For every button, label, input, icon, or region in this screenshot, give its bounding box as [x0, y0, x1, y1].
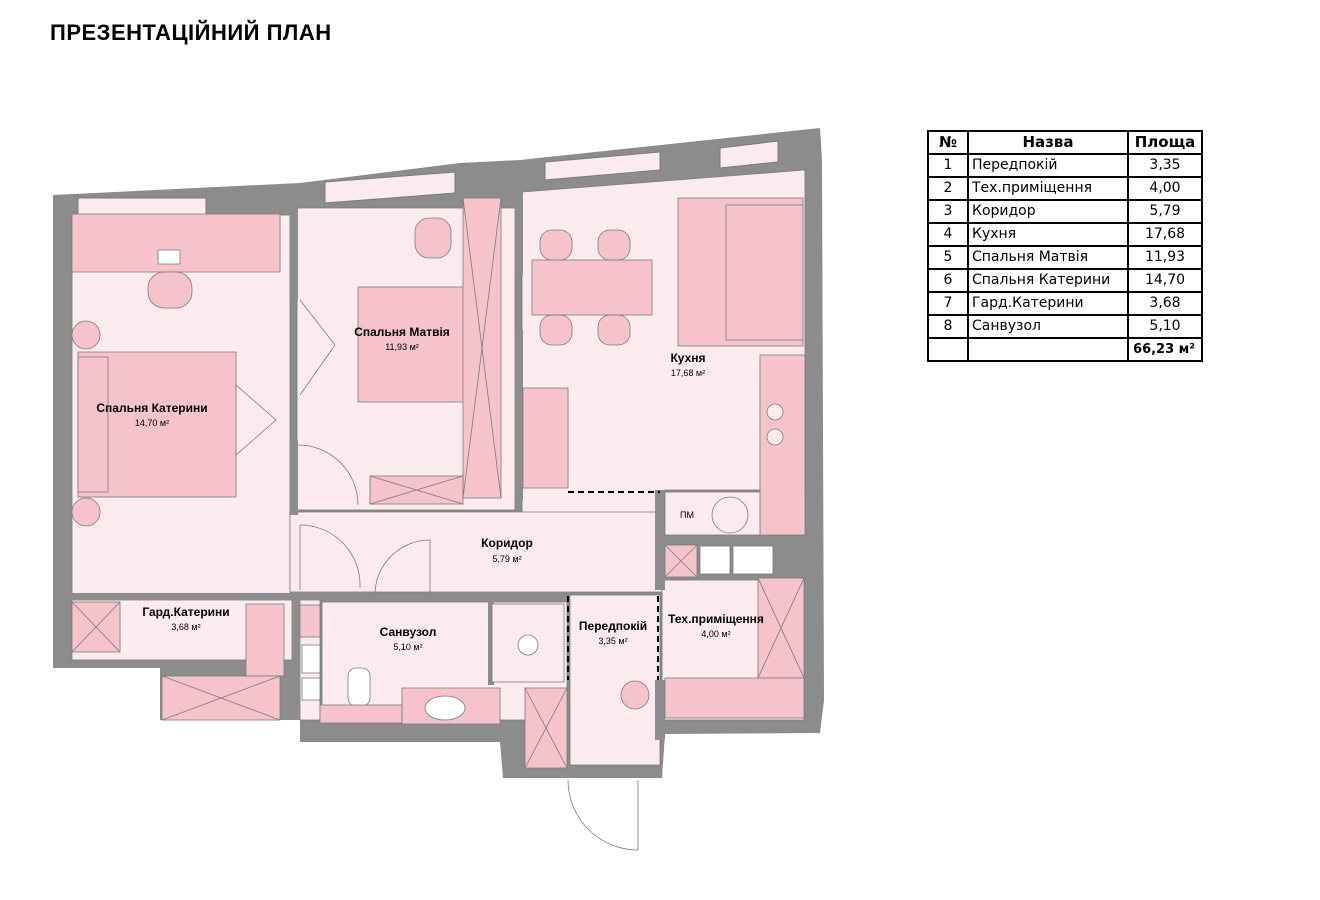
toilet [347, 667, 371, 707]
room-name-hall: Передпокій [579, 619, 647, 633]
room-area-bathroom: 5,10 м² [393, 642, 422, 652]
row-num: 8 [927, 314, 969, 339]
row-num: 6 [927, 268, 969, 293]
room-area-hall: 3,35 м² [598, 636, 627, 646]
floor-plan: ПМ [53, 128, 824, 851]
row-num: 2 [927, 176, 969, 201]
row-name: Гард.Катерини [967, 291, 1129, 316]
room-name-wardrobe: Гард.Катерини [142, 605, 229, 619]
row-area: 4,00 [1127, 176, 1203, 201]
row-num: 7 [927, 291, 969, 316]
katerina-furniture [71, 213, 281, 527]
room-area-tech: 4,00 м² [701, 629, 730, 639]
row-area: 3,35 [1127, 153, 1203, 178]
room-name-corridor: Коридор [481, 536, 533, 550]
room-area-matvii: 11,93 м² [385, 342, 419, 352]
row-name: Спальня Матвія [967, 245, 1129, 270]
row-area: 14,70 [1127, 268, 1203, 293]
row-num: 3 [927, 199, 969, 224]
page-title: ПРЕЗЕНТАЦІЙНИЙ ПЛАН [50, 20, 332, 45]
room-name-matvii: Спальня Матвія [354, 325, 450, 339]
bathtub [319, 704, 403, 724]
laptop-icon [157, 249, 181, 265]
header-area: Площа [1127, 130, 1203, 155]
nightstand [71, 320, 101, 350]
door-swings [297, 444, 639, 851]
room-area-wardrobe: 3,68 м² [171, 622, 200, 632]
table-total-row: 66,23 м² [927, 337, 1203, 362]
row-name: Спальня Катерини [967, 268, 1129, 293]
total-area: 66,23 м² [1127, 337, 1203, 362]
washer-label: ПМ [680, 510, 694, 520]
cabinet [522, 387, 569, 489]
header-name: Назва [967, 130, 1129, 155]
total-empty-cell [927, 337, 969, 362]
row-name: Санвузол [967, 314, 1129, 339]
wardrobe-furniture [71, 601, 285, 721]
row-num: 5 [927, 245, 969, 270]
row-name: Кухня [967, 222, 1129, 247]
hall-tech-furniture [524, 544, 805, 769]
total-empty-cell [967, 337, 1129, 362]
area-table-header: № Назва Площа [927, 130, 1203, 155]
kitchen-furniture [522, 197, 806, 536]
room-area-katerina: 14,70 м² [135, 418, 169, 428]
windows [77, 140, 779, 221]
room-area-corridor: 5,79 м² [492, 554, 521, 564]
bathroom-furniture [299, 603, 565, 725]
chair [414, 217, 452, 259]
matvii-furniture [299, 197, 502, 505]
desk-chair [147, 271, 193, 309]
row-area: 17,68 [1127, 222, 1203, 247]
dashed-openings [567, 491, 660, 680]
row-num: 1 [927, 153, 969, 178]
row-area: 5,10 [1127, 314, 1203, 339]
room-area-kitchen: 17,68 м² [671, 368, 705, 378]
dining-table [531, 259, 653, 316]
row-name: Передпокій [967, 153, 1129, 178]
room-name-tech: Тех.приміщення [668, 612, 764, 626]
bed [357, 286, 469, 403]
room-name-bathroom: Санвузол [380, 625, 437, 639]
row-area: 11,93 [1127, 245, 1203, 270]
inner-walls [72, 190, 665, 740]
row-area: 5,79 [1127, 199, 1203, 224]
room-name-katerina: Спальня Катерини [96, 401, 207, 415]
counter [759, 354, 806, 536]
row-num: 4 [927, 222, 969, 247]
row-name: Коридор [967, 199, 1129, 224]
row-name: Тех.приміщення [967, 176, 1129, 201]
row-area: 3,68 [1127, 291, 1203, 316]
header-num: № [927, 130, 969, 155]
nightstand [71, 497, 101, 527]
room-name-kitchen: Кухня [670, 351, 705, 365]
